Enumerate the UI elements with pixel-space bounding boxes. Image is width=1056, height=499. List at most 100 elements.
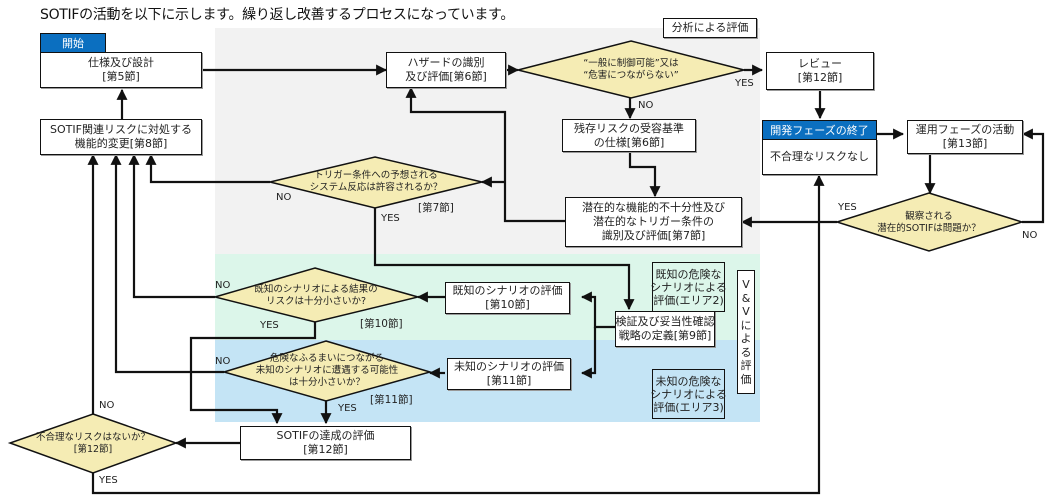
box-line: 検証及び妥当性確認 — [615, 315, 715, 328]
known-area-line: 評価(エリア2) — [653, 293, 724, 307]
sotif-achievement-box[interactable]: SOTIFの達成の評価 [第12節] — [240, 426, 411, 460]
edge-known-no-funcchange — [128, 153, 215, 299]
unknown-area-label: 未知の危険な シナリオによる 評価(エリア3) — [650, 369, 727, 419]
yes-label: YES — [838, 202, 857, 213]
yes-label: YES — [338, 403, 357, 414]
no-label: NO — [215, 356, 231, 367]
box-line: 未知のシナリオの評価 — [454, 360, 564, 373]
no-label: NO — [638, 100, 654, 111]
box-line: 戦略の定義[第9節] — [618, 329, 712, 342]
yes-label: YES — [735, 78, 754, 89]
known-section-ref: [第10節] — [360, 318, 403, 330]
vv-char: る — [740, 345, 752, 359]
dev-phase-end-label: 開発フェーズの終了 — [770, 124, 869, 137]
decision-unknown-risk — [221, 340, 433, 402]
dev-phase-end-badge: 開発フェーズの終了 — [762, 120, 877, 140]
box-line: 仕様及び設計 — [88, 56, 154, 69]
decision-trigger — [269, 156, 483, 209]
decision-line: リスクは十分小さいか? — [265, 296, 367, 307]
trigger-section-ref: [第7節] — [418, 202, 454, 214]
vv-char: 評 — [740, 359, 752, 372]
decision-line: は十分小さいか？ — [288, 377, 366, 388]
box-line: 及び評価[第6節] — [405, 70, 487, 83]
no-label: NO — [276, 192, 292, 203]
potential-insufficiency-box[interactable]: 潜在的な機能的不十分性及び 潜在的なトリガー条件の 識別及び評価[第7節] — [565, 197, 742, 247]
box-line: 識別及び評価[第7節] — [601, 229, 706, 242]
hazard-box[interactable]: ハザードの識別 及び評価[第6節] — [386, 52, 506, 88]
start-label: 開始 — [62, 37, 84, 50]
box-line: レビュー — [798, 57, 842, 70]
vv-strategy-box[interactable]: 検証及び妥当性確認 戦略の定義[第9節] — [615, 311, 715, 347]
edge-potential-to-hazard — [405, 86, 565, 223]
decision-line: 観察される — [905, 211, 953, 222]
functional-change-box[interactable]: SOTIF関連リスクに対処する 機能的変更[第8節] — [40, 119, 202, 155]
unknown-scenario-eval-box[interactable]: 未知のシナリオの評価 [第11節] — [447, 358, 571, 390]
decision-line: システム反応は許容されるか？ — [309, 182, 443, 193]
vv-char: & — [741, 291, 751, 305]
edge-vv-to-known — [580, 291, 615, 329]
decision-line: トリガー条件への予想される — [314, 170, 438, 181]
box-line: SOTIF関連リスクに対処する — [50, 123, 192, 136]
no-unreasonable-risk-box[interactable]: 不合理なリスクなし — [762, 139, 877, 175]
no-label: NO — [99, 400, 115, 411]
decision-unreasonable-text: 不合理なリスクはないか？ [第12節] — [36, 432, 150, 456]
residual-risk-box[interactable]: 残存リスクの受容基準 の仕様[第6節] — [562, 119, 696, 152]
decision-line: 危険なふるまいにつながる — [269, 353, 385, 364]
box-line: ハザードの識別 — [407, 56, 485, 69]
decision-line: 未知のシナリオに遭遇する可能性 — [255, 365, 399, 376]
box-line: 機能的変更[第8節] — [74, 137, 168, 150]
box-line: 運用フェーズの活動 — [915, 123, 1015, 136]
yes-label: YES — [260, 320, 279, 331]
vv-char: V — [742, 305, 750, 318]
edge-trigger-no-funcchange — [145, 153, 270, 184]
decision-line: “危害につながらない” — [583, 70, 679, 81]
decision-line: 潜在的SOTIFは問題か？ — [877, 223, 981, 234]
box-line: の仕様[第6節] — [593, 135, 665, 149]
decision-controllable — [517, 40, 745, 99]
box-line: [第5節] — [102, 70, 140, 83]
known-scenario-eval-box[interactable]: 既知のシナリオの評価 [第10節] — [445, 282, 570, 314]
spec-design-box[interactable]: 仕様及び設計 [第5節] — [40, 52, 202, 88]
box-line: [第10節] — [485, 298, 530, 311]
unknown-area-line: シナリオによる — [650, 387, 727, 401]
yes-label: YES — [381, 213, 400, 224]
decision-line: “一般に制御可能”又は — [583, 58, 679, 69]
vv-char: V — [742, 278, 750, 291]
edge-observed-no-operation — [1021, 128, 1045, 224]
known-area-label: 既知の危険な シナリオによる 評価(エリア2) — [650, 262, 727, 312]
decision-known-risk-text: 既知のシナリオによる結果の リスクは十分小さいか? — [254, 284, 377, 308]
box-line: [第11節] — [486, 374, 532, 387]
box-line: SOTIFの達成の評価 — [276, 429, 375, 442]
decision-unknown-risk-text: 危険なふるまいにつながる 未知のシナリオに遭遇する可能性 は十分小さいか？ — [256, 353, 399, 389]
edge-trigger-yes-vv — [373, 208, 635, 311]
box-line: 潜在的な機能的不十分性及び — [582, 201, 725, 214]
edge-unknown-no-funcchange — [110, 153, 224, 374]
decision-controllable-text: “一般に制御可能”又は “危害につながらない” — [583, 58, 678, 82]
decision-line: [第12節] — [73, 444, 113, 455]
decision-observed — [834, 192, 1025, 252]
box-line: [第12節] — [303, 443, 348, 456]
box-line: [第13節] — [942, 137, 988, 150]
operation-phase-box[interactable]: 運用フェーズの活動 [第13節] — [907, 120, 1023, 154]
vv-char: に — [740, 318, 752, 332]
known-area-line: 既知の危険な — [655, 267, 722, 281]
review-box[interactable]: レビュー [第12節] — [766, 52, 874, 90]
no-label: NO — [1022, 230, 1038, 241]
yes-label: YES — [99, 475, 118, 486]
vv-char: 価 — [740, 372, 752, 386]
unknown-area-line: 評価(エリア3) — [653, 400, 724, 414]
start-badge: 開始 — [40, 33, 106, 53]
box-line: 残存リスクの受容基準 — [574, 121, 684, 135]
decision-line: 既知のシナリオによる結果の — [254, 284, 378, 295]
known-area-line: シナリオによる — [650, 280, 727, 294]
unknown-section-ref: [第11節] — [370, 394, 413, 406]
edge-vv-to-unknown — [580, 327, 597, 379]
no-label: NO — [215, 280, 231, 291]
edge-residual-to-potential — [628, 152, 661, 198]
unknown-area-line: 未知の危険な — [655, 374, 722, 388]
decision-observed-text: 観察される 潜在的SOTIFは問題か？ — [877, 211, 981, 235]
box-line: [第12節] — [797, 71, 843, 84]
vv-evaluation-label: V & V に よ る 評 価 — [737, 270, 755, 394]
edge-known-yes-achievement — [189, 322, 317, 425]
